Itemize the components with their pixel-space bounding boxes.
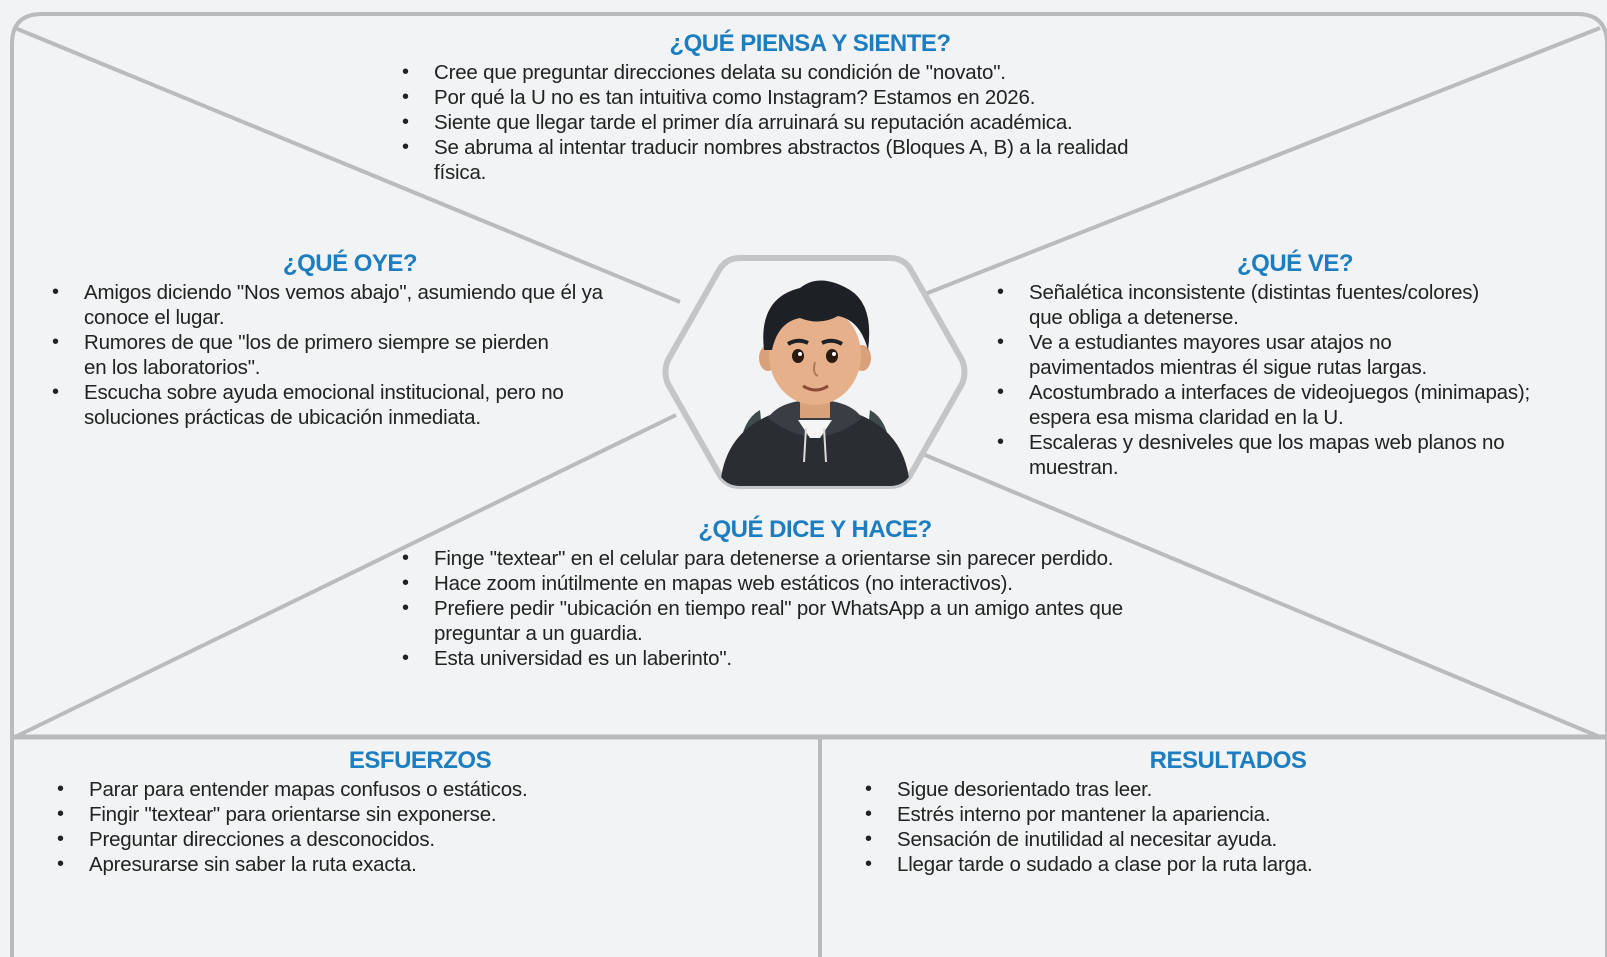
list-item: Estrés interno por mantener la aparienci… xyxy=(865,802,1583,827)
list-item: Parar para entender mapas confusos o est… xyxy=(57,777,795,802)
student-avatar-icon xyxy=(662,255,968,489)
diagonal-top-left xyxy=(14,26,681,304)
section-ve: ¿QUÉ VE? Señalética inconsistente (disti… xyxy=(995,250,1585,480)
list-item: Se abruma al intentar traducir nombres a… xyxy=(402,135,1174,185)
diagonal-bottom-right xyxy=(924,453,1601,739)
section-piensa-siente: ¿QUÉ PIENSA Y SIENTE? Cree que preguntar… xyxy=(400,30,1260,185)
list-item: Amigos diciendo "Nos vemos abajo", asumi… xyxy=(52,280,644,330)
list-item: Por qué la U no es tan intuitiva como In… xyxy=(402,85,1260,110)
heading-dice-hace: ¿QUÉ DICE Y HACE? xyxy=(698,516,932,543)
list-item: Sensación de inutilidad al necesitar ayu… xyxy=(865,827,1583,852)
list-dice-hace: Finge "textear" en el celular para deten… xyxy=(400,546,1194,671)
list-ve: Señalética inconsistente (distintas fuen… xyxy=(995,280,1589,480)
diagonal-top-right xyxy=(919,26,1601,298)
list-item: Acostumbrado a interfaces de videojuegos… xyxy=(997,380,1589,430)
list-item: Cree que preguntar direcciones delata su… xyxy=(402,60,1260,85)
list-item: Hace zoom inútilmente en mapas web estát… xyxy=(402,571,1194,596)
heading-ve: ¿QUÉ VE? xyxy=(1236,250,1354,277)
list-item: Señalética inconsistente (distintas fuen… xyxy=(997,280,1499,330)
list-item: Finge "textear" en el celular para deten… xyxy=(402,546,1194,571)
heading-piensa-siente: ¿QUÉ PIENSA Y SIENTE? xyxy=(669,30,951,57)
list-oye: Amigos diciendo "Nos vemos abajo", asumi… xyxy=(50,280,644,430)
list-item: Esta universidad es un laberinto". xyxy=(402,646,1194,671)
list-item: Escaleras y desniveles que los mapas web… xyxy=(997,430,1589,480)
section-oye: ¿QUÉ OYE? Amigos diciendo "Nos vemos aba… xyxy=(50,250,670,430)
list-item: Sigue desorientado tras leer. xyxy=(865,777,1583,802)
list-item: Rumores de que "los de primero siempre s… xyxy=(52,330,564,380)
list-esfuerzos: Parar para entender mapas confusos o est… xyxy=(55,777,795,877)
list-item: Prefiere pedir "ubicación en tiempo real… xyxy=(402,596,1194,646)
section-resultados: RESULTADOS Sigue desorientado tras leer.… xyxy=(863,747,1583,877)
list-resultados: Sigue desorientado tras leer. Estrés int… xyxy=(863,777,1583,877)
section-dice-hace: ¿QUÉ DICE Y HACE? Finge "textear" en el … xyxy=(400,516,1200,671)
list-piensa-siente: Cree que preguntar direcciones delata su… xyxy=(400,60,1260,185)
heading-oye: ¿QUÉ OYE? xyxy=(282,250,418,277)
list-item: Ve a estudiantes mayores usar atajos no … xyxy=(997,330,1519,380)
section-esfuerzos: ESFUERZOS Parar para entender mapas conf… xyxy=(55,747,795,877)
heading-esfuerzos: ESFUERZOS xyxy=(348,747,492,774)
outer-border xyxy=(10,12,1607,957)
heading-resultados: RESULTADOS xyxy=(1149,747,1307,774)
list-item: Llegar tarde o sudado a clase por la rut… xyxy=(865,852,1583,877)
list-item: Escucha sobre ayuda emocional institucio… xyxy=(52,380,584,430)
list-item: Fingir "textear" para orientarse sin exp… xyxy=(57,802,795,827)
list-item: Siente que llegar tarde el primer día ar… xyxy=(402,110,1260,135)
list-item: Preguntar direcciones a desconocidos. xyxy=(57,827,795,852)
list-item: Apresurarse sin saber la ruta exacta. xyxy=(57,852,795,877)
diagonal-bottom-left xyxy=(14,413,677,739)
